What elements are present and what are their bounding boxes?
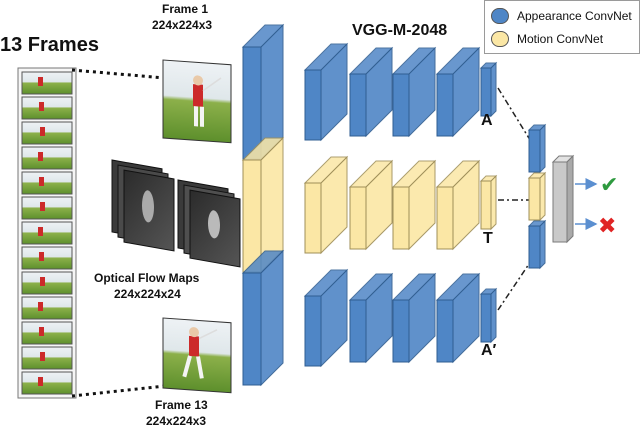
strip-frame bbox=[21, 146, 73, 170]
appearance-a-prime-conv-layer bbox=[303, 268, 349, 368]
strip-frame bbox=[21, 96, 73, 120]
flow-title: Optical Flow Maps bbox=[94, 271, 200, 285]
stream-t-label: T bbox=[483, 230, 493, 247]
motion-t-conv-layer bbox=[241, 136, 285, 274]
appearance-a-prime-conv-layer bbox=[391, 272, 437, 364]
appearance-stream-a bbox=[241, 23, 498, 161]
strip-frame bbox=[21, 196, 73, 220]
appearance-stream-a-prime bbox=[241, 249, 498, 387]
frame1-dims: 224x224x3 bbox=[152, 18, 213, 32]
legend: Appearance ConvNet Motion ConvNet bbox=[484, 0, 640, 54]
frames-count-label: 13 Frames bbox=[0, 34, 99, 56]
fusion-appearance-a-prime bbox=[527, 219, 547, 270]
legend-item-motion: Motion ConvNet bbox=[491, 28, 603, 50]
flow-dims: 224x224x24 bbox=[114, 287, 181, 301]
strip-frame bbox=[21, 321, 73, 345]
fusion-layers bbox=[527, 123, 575, 270]
motion-t-conv-layer bbox=[303, 155, 349, 255]
frame13-connector bbox=[71, 384, 166, 398]
flow-stack-2 bbox=[177, 179, 241, 268]
strip-frame bbox=[21, 346, 73, 370]
wrong-prediction-icon: ✖ bbox=[598, 213, 617, 238]
motion-t-conv-layer bbox=[391, 159, 437, 251]
strip-frame bbox=[21, 371, 73, 395]
appearance-a-prime-feature-layer bbox=[479, 287, 498, 344]
stream-a-label: A bbox=[481, 112, 493, 129]
legend-swatch-appearance bbox=[491, 8, 509, 24]
motion-t-conv-layer bbox=[435, 159, 481, 251]
appearance-a-conv-layer bbox=[391, 46, 437, 138]
frame1-title: Frame 1 bbox=[162, 2, 209, 16]
frame1-image bbox=[162, 59, 232, 144]
stream-a-prime-label: A′ bbox=[481, 342, 497, 359]
frame-strip bbox=[17, 67, 77, 399]
legend-swatch-motion bbox=[491, 31, 509, 47]
strip-frame bbox=[21, 246, 73, 270]
appearance-a-conv-layer bbox=[348, 46, 394, 138]
motion-t-conv-layer bbox=[348, 159, 394, 251]
appearance-a-feature-layer bbox=[479, 61, 498, 118]
fused-output-layer-depth bbox=[566, 154, 574, 244]
appearance-a-conv-layer bbox=[303, 42, 349, 142]
legend-label-motion: Motion ConvNet bbox=[517, 32, 604, 46]
strip-frame bbox=[21, 221, 73, 245]
frame13-title: Frame 13 bbox=[155, 398, 208, 412]
strip-frame bbox=[21, 171, 73, 195]
motion-stream-t bbox=[241, 136, 498, 274]
strip-frames bbox=[21, 71, 73, 395]
frame1-connector bbox=[71, 68, 166, 80]
motion-t-feature-layer bbox=[479, 174, 498, 231]
strip-frame bbox=[21, 271, 73, 295]
frame13-dims: 224x224x3 bbox=[146, 414, 207, 428]
frame13-image bbox=[162, 317, 232, 394]
flow-stack-1 bbox=[111, 159, 175, 252]
network-title: VGG-M-2048 bbox=[352, 22, 448, 39]
strip-frame bbox=[21, 121, 73, 145]
fusion-appearance-a bbox=[527, 123, 547, 174]
legend-item-appearance: Appearance ConvNet bbox=[491, 5, 632, 27]
legend-label-appearance: Appearance ConvNet bbox=[517, 9, 632, 23]
fusion-motion-t bbox=[527, 171, 547, 222]
strip-frame bbox=[21, 71, 73, 95]
fusion-line-a-prime bbox=[497, 254, 536, 311]
appearance-a-prime-conv-layer bbox=[348, 272, 394, 364]
fused-output-layer bbox=[552, 161, 568, 243]
appearance-a-prime-conv-layer bbox=[241, 249, 285, 387]
appearance-a-prime-conv-layer bbox=[435, 272, 481, 364]
correct-prediction-icon: ✔ bbox=[600, 172, 619, 197]
appearance-a-conv-layer bbox=[435, 46, 481, 138]
appearance-a-conv-layer bbox=[241, 23, 285, 161]
strip-frame bbox=[21, 296, 73, 320]
optical-flow-maps bbox=[111, 159, 241, 268]
